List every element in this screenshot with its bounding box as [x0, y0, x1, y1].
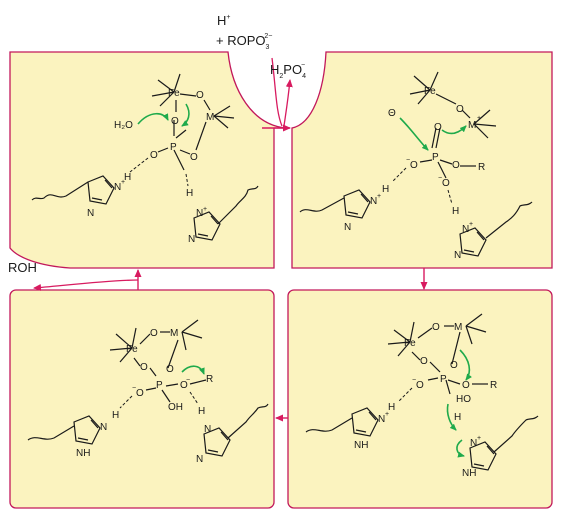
svg-text:N: N — [87, 208, 94, 219]
svg-text:N: N — [114, 182, 121, 193]
svg-text:M: M — [468, 120, 476, 131]
svg-text:−: − — [186, 377, 190, 384]
svg-text:O: O — [180, 380, 188, 391]
svg-text:H: H — [388, 402, 395, 413]
svg-text:OH: OH — [168, 402, 183, 413]
svg-text:H: H — [454, 412, 461, 423]
panel-1-structure: Fe O M O P O O H₂O N + H N H N + N — [31, 73, 259, 245]
svg-text:HO: HO — [456, 394, 471, 405]
svg-text:M: M — [170, 328, 178, 339]
svg-text:O: O — [416, 380, 424, 391]
svg-text:O: O — [434, 122, 442, 133]
arrow-out-phosphate — [283, 79, 293, 127]
svg-text:NH: NH — [76, 448, 90, 459]
svg-text:O: O — [420, 356, 428, 367]
svg-text:N: N — [204, 424, 211, 435]
svg-text:H: H — [382, 184, 389, 195]
green-arrow-p1b — [181, 103, 190, 127]
panel-1 — [9, 51, 287, 269]
green-arrow-p3a — [459, 349, 472, 381]
svg-text:+: + — [121, 179, 125, 186]
svg-text:−: − — [406, 157, 410, 164]
green-arrow-p4 — [181, 365, 205, 375]
svg-text:R: R — [478, 162, 485, 173]
svg-text:O: O — [150, 150, 158, 161]
svg-text:O: O — [410, 160, 418, 171]
input-substrate: + ROPO32− — [216, 33, 272, 51]
svg-text:O: O — [432, 322, 440, 333]
input-proton: H+ — [217, 13, 230, 28]
svg-text:N: N — [462, 224, 469, 235]
svg-text:N: N — [378, 414, 385, 425]
svg-text:O: O — [166, 364, 174, 375]
svg-text:N: N — [100, 422, 107, 433]
svg-text:O: O — [450, 360, 458, 371]
svg-text:M: M — [454, 322, 462, 333]
svg-text:+: + — [477, 435, 481, 442]
svg-text:H: H — [452, 206, 459, 217]
svg-text:O: O — [150, 328, 158, 339]
svg-text:N: N — [196, 454, 203, 465]
arrow-out-alcohol — [33, 279, 139, 291]
svg-text:O: O — [140, 362, 148, 373]
svg-text:P: P — [170, 142, 177, 153]
svg-text:N: N — [454, 250, 461, 261]
panel-2 — [291, 51, 553, 269]
svg-text:−: − — [438, 175, 442, 182]
panel-4 — [9, 289, 275, 509]
svg-text:R: R — [490, 380, 497, 391]
svg-text:O: O — [196, 90, 204, 101]
svg-text:N: N — [344, 222, 351, 233]
svg-text:H: H — [198, 406, 205, 417]
svg-text:O: O — [136, 388, 144, 399]
svg-text:+: + — [469, 221, 473, 228]
panel-3-structure: Fe O M O O P O − O R HO N + H NH H N + N… — [305, 313, 539, 479]
svg-text:+: + — [385, 411, 389, 418]
svg-text:O: O — [190, 152, 198, 163]
svg-text:R: R — [206, 374, 213, 385]
svg-text:P: P — [156, 380, 163, 391]
svg-text:N: N — [370, 196, 377, 207]
output-alcohol: ROH — [8, 260, 37, 275]
svg-text:H₂O: H₂O — [114, 120, 133, 131]
svg-text:Θ: Θ — [388, 108, 396, 119]
svg-text:Fe: Fe — [424, 86, 436, 97]
panel-3 — [287, 289, 553, 509]
svg-text:H: H — [124, 172, 131, 183]
svg-text:H: H — [112, 410, 119, 421]
svg-text:+: + — [377, 193, 381, 200]
svg-text:Fe: Fe — [404, 338, 416, 349]
svg-text:M: M — [206, 112, 214, 123]
green-arrow-p3c — [456, 439, 465, 458]
svg-text:Fe: Fe — [126, 344, 138, 355]
svg-text:O: O — [452, 160, 460, 171]
svg-text:N: N — [196, 208, 203, 219]
svg-text:O: O — [456, 104, 464, 115]
svg-text:P: P — [432, 152, 439, 163]
svg-text:Fe: Fe — [168, 88, 180, 99]
svg-text:N: N — [470, 438, 477, 449]
arrow-input-substrate — [271, 57, 283, 127]
svg-text:O: O — [442, 178, 450, 189]
green-arrow-p3b — [446, 403, 457, 431]
svg-text:N: N — [188, 234, 195, 245]
svg-text:H: H — [186, 188, 193, 199]
svg-text:O: O — [462, 380, 470, 391]
svg-text:O: O — [171, 116, 179, 127]
svg-text:NH: NH — [462, 468, 476, 479]
svg-text:−: − — [132, 385, 136, 392]
green-arrow-water — [137, 112, 169, 125]
svg-text:NH: NH — [354, 440, 368, 451]
svg-text:−: − — [412, 377, 416, 384]
panel-4-structure: Fe O M O O P O − O − R OH N H NH H N N — [27, 319, 269, 465]
svg-text:P: P — [440, 374, 447, 385]
svg-text:+: + — [477, 115, 481, 122]
green-arrow-hydroxide — [399, 117, 429, 151]
svg-text:+: + — [203, 206, 207, 213]
output-phosphate: H2PO4− — [270, 62, 306, 80]
panel-2-structure: Fe O M + O P O − O R O − Θ N + H N H N +… — [299, 71, 533, 261]
green-arrow-p2b — [441, 125, 467, 135]
